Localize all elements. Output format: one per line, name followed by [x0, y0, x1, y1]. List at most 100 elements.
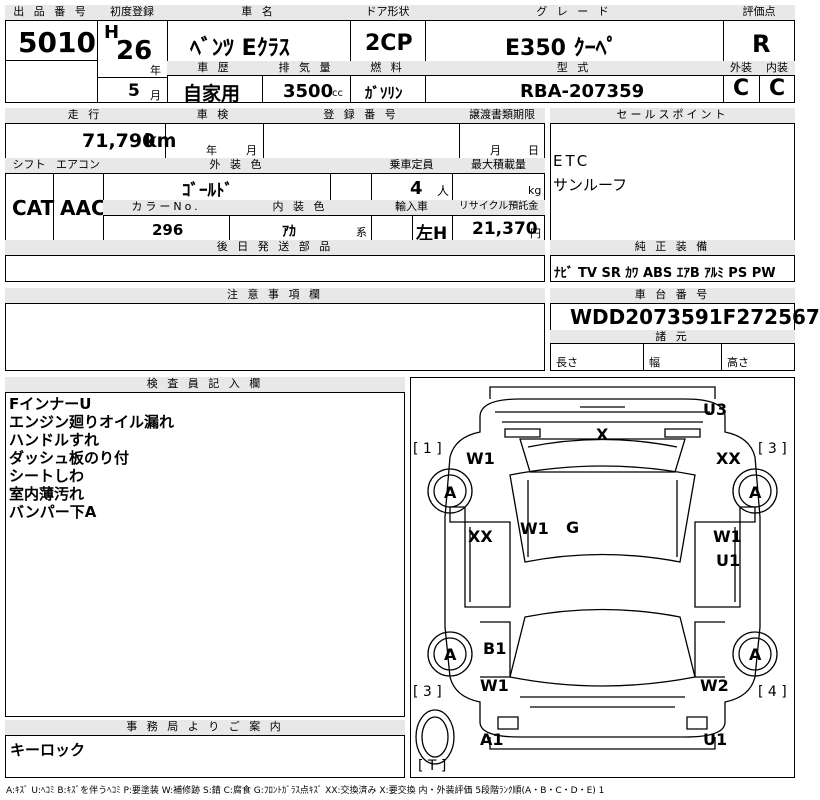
grade-value: E350 ｸｰﾍﾟ — [505, 36, 618, 61]
first-reg-label: 初度登録 — [97, 5, 167, 21]
inspector-line-1: FインナーU — [9, 395, 92, 413]
interior-color-value: ｱｶ — [282, 224, 296, 240]
month-unit: 月 — [150, 89, 161, 102]
grade-label: グ レ ー ド — [425, 5, 723, 21]
height-label: 高さ — [727, 356, 749, 369]
sales-line-1: ETC — [553, 152, 591, 170]
inspector-line-5: シートしわ — [9, 467, 85, 485]
equipment-list: ﾅﾋﾞ TV SR ｶﾜ ABS ｴｱB ｱﾙﾐ PS PW — [554, 262, 776, 281]
car-diagram — [410, 377, 795, 778]
mark-w1-fl: W1 — [466, 449, 495, 468]
equip-pw: PW — [751, 266, 776, 281]
lot-label: 出 品 番 号 — [5, 5, 97, 21]
displacement-unit: cc — [332, 88, 343, 99]
width-label: 幅 — [649, 356, 660, 369]
shift-value: CAT — [12, 196, 55, 220]
score-value: R — [752, 30, 771, 58]
inspector-line-3: ハンドルすれ — [9, 431, 100, 449]
color-no-label: カラーNo. — [103, 200, 229, 216]
mark-g: G — [566, 518, 580, 537]
reg-number-label: 登 録 番 号 — [263, 108, 459, 124]
score-label: 評価点 — [723, 5, 795, 21]
color-no-value: 296 — [152, 221, 184, 239]
capacity-unit: 人 — [437, 184, 450, 198]
mark-x-top: X — [596, 425, 609, 444]
color-value: ｺﾞｰﾙﾄﾞ — [182, 181, 233, 201]
corner-label-3-bottom: [ 3 ] — [413, 684, 442, 700]
vin-value: WDD2073591F272567 — [570, 305, 820, 329]
inspector-line-4: ダッシュ板のり付 — [9, 449, 130, 467]
car-diagram-outline — [415, 386, 778, 765]
transfer-day: 日 — [528, 144, 539, 157]
equip-abs: ABS — [642, 266, 673, 281]
legend-text: A:ｷｽﾞ U:ﾍｺﾐ B:ｷｽﾞを伴うﾍｺﾐ P:要塗装 W:補修跡 S:錆 … — [6, 786, 605, 796]
transfer-label: 譲渡書類期限 — [459, 108, 545, 124]
recycle-label: リサイクル預託金 — [452, 200, 545, 216]
vin-label: 車 台 番 号 — [550, 288, 795, 304]
sales-point-label: セールスポイント — [550, 108, 795, 124]
era-value: H — [104, 22, 120, 43]
inspector-notes: FインナーU エンジン廻りオイル漏れ ハンドルすれ ダッシュ板のり付 シートしわ… — [9, 395, 174, 521]
equip-leather: ｶﾜ — [625, 266, 639, 281]
mark-xx-left: XX — [468, 527, 493, 546]
model-value: RBA-207359 — [520, 81, 645, 102]
equip-tv: TV — [578, 266, 597, 281]
load-label: 最大積載量 — [452, 158, 545, 174]
corner-label-4: [ 4 ] — [758, 684, 787, 700]
interior-value: C — [769, 76, 786, 101]
import-value: 左H — [416, 224, 448, 244]
mark-w2: W2 — [700, 676, 729, 695]
interior-label: 内装 — [759, 61, 795, 76]
car-name: ﾍﾞﾝﾂ Eｸﾗｽ — [190, 36, 290, 61]
displacement-label: 排 気 量 — [262, 61, 350, 76]
inspector-label: 検 査 員 記 入 欄 — [5, 377, 405, 393]
equip-navi: ﾅﾋﾞ — [554, 266, 574, 281]
model-label: 型 式 — [425, 61, 723, 76]
fuel-value: ｶﾞｿﾘﾝ — [365, 84, 403, 102]
recycle-value: 21,370 — [472, 219, 538, 239]
history-value: 自家用 — [183, 83, 241, 105]
mark-w1-right: W1 — [713, 527, 742, 546]
ac-value: AAC — [60, 196, 106, 220]
mileage-unit: km — [144, 130, 177, 152]
equip-alloy: ｱﾙﾐ — [704, 266, 724, 281]
inspector-line-2: エンジン廻りオイル漏れ — [9, 413, 175, 431]
color-label: 外 装 色 — [103, 158, 371, 174]
import-label: 輸入車 — [371, 200, 452, 216]
mark-a-fl: A — [444, 483, 457, 502]
car-name-label: 車 名 — [167, 5, 350, 21]
inspection-year: 年 — [206, 144, 217, 157]
inspection-month: 月 — [246, 144, 257, 157]
fuel-label: 燃 料 — [350, 61, 425, 76]
load-unit: kg — [528, 184, 542, 197]
mark-xx-fr: XX — [716, 449, 741, 468]
equip-ps: PS — [728, 266, 748, 281]
office-line-1: キーロック — [10, 741, 86, 759]
mark-w1-rl: W1 — [480, 676, 509, 695]
transfer-month: 月 — [490, 144, 501, 157]
exterior-label: 外装 — [723, 61, 759, 76]
corner-label-1: [ 1 ] — [413, 441, 442, 457]
corner-label-t: [ T ] — [418, 758, 447, 774]
length-label: 長さ — [556, 356, 578, 369]
specs-label: 諸 元 — [550, 330, 795, 344]
capacity-label: 乗車定員 — [371, 158, 452, 174]
later-parts-label: 後 日 発 送 部 品 — [5, 240, 545, 256]
recycle-unit: 円 — [530, 227, 541, 240]
ac-label: エアコン — [53, 158, 103, 174]
inspector-line-7: バンパー下A — [9, 503, 97, 521]
equipment-label: 純 正 装 備 — [550, 240, 795, 256]
exterior-value: C — [733, 76, 750, 101]
history-label: 車 歴 — [167, 61, 262, 76]
equip-sr: SR — [601, 266, 621, 281]
reg-year: 26 — [116, 36, 153, 66]
corner-label-3-top: [ 3 ] — [758, 441, 787, 457]
mark-u1-bottom: U1 — [703, 730, 728, 749]
capacity-value: 4 — [410, 178, 423, 199]
mileage-label: 走 行 — [5, 108, 165, 124]
mark-a1: A1 — [480, 730, 504, 749]
door-label: ドア形状 — [350, 5, 425, 21]
interior-color-label: 内 装 色 — [229, 200, 371, 216]
mark-b1: B1 — [483, 639, 507, 658]
mileage-value: 71,790 — [82, 130, 156, 152]
